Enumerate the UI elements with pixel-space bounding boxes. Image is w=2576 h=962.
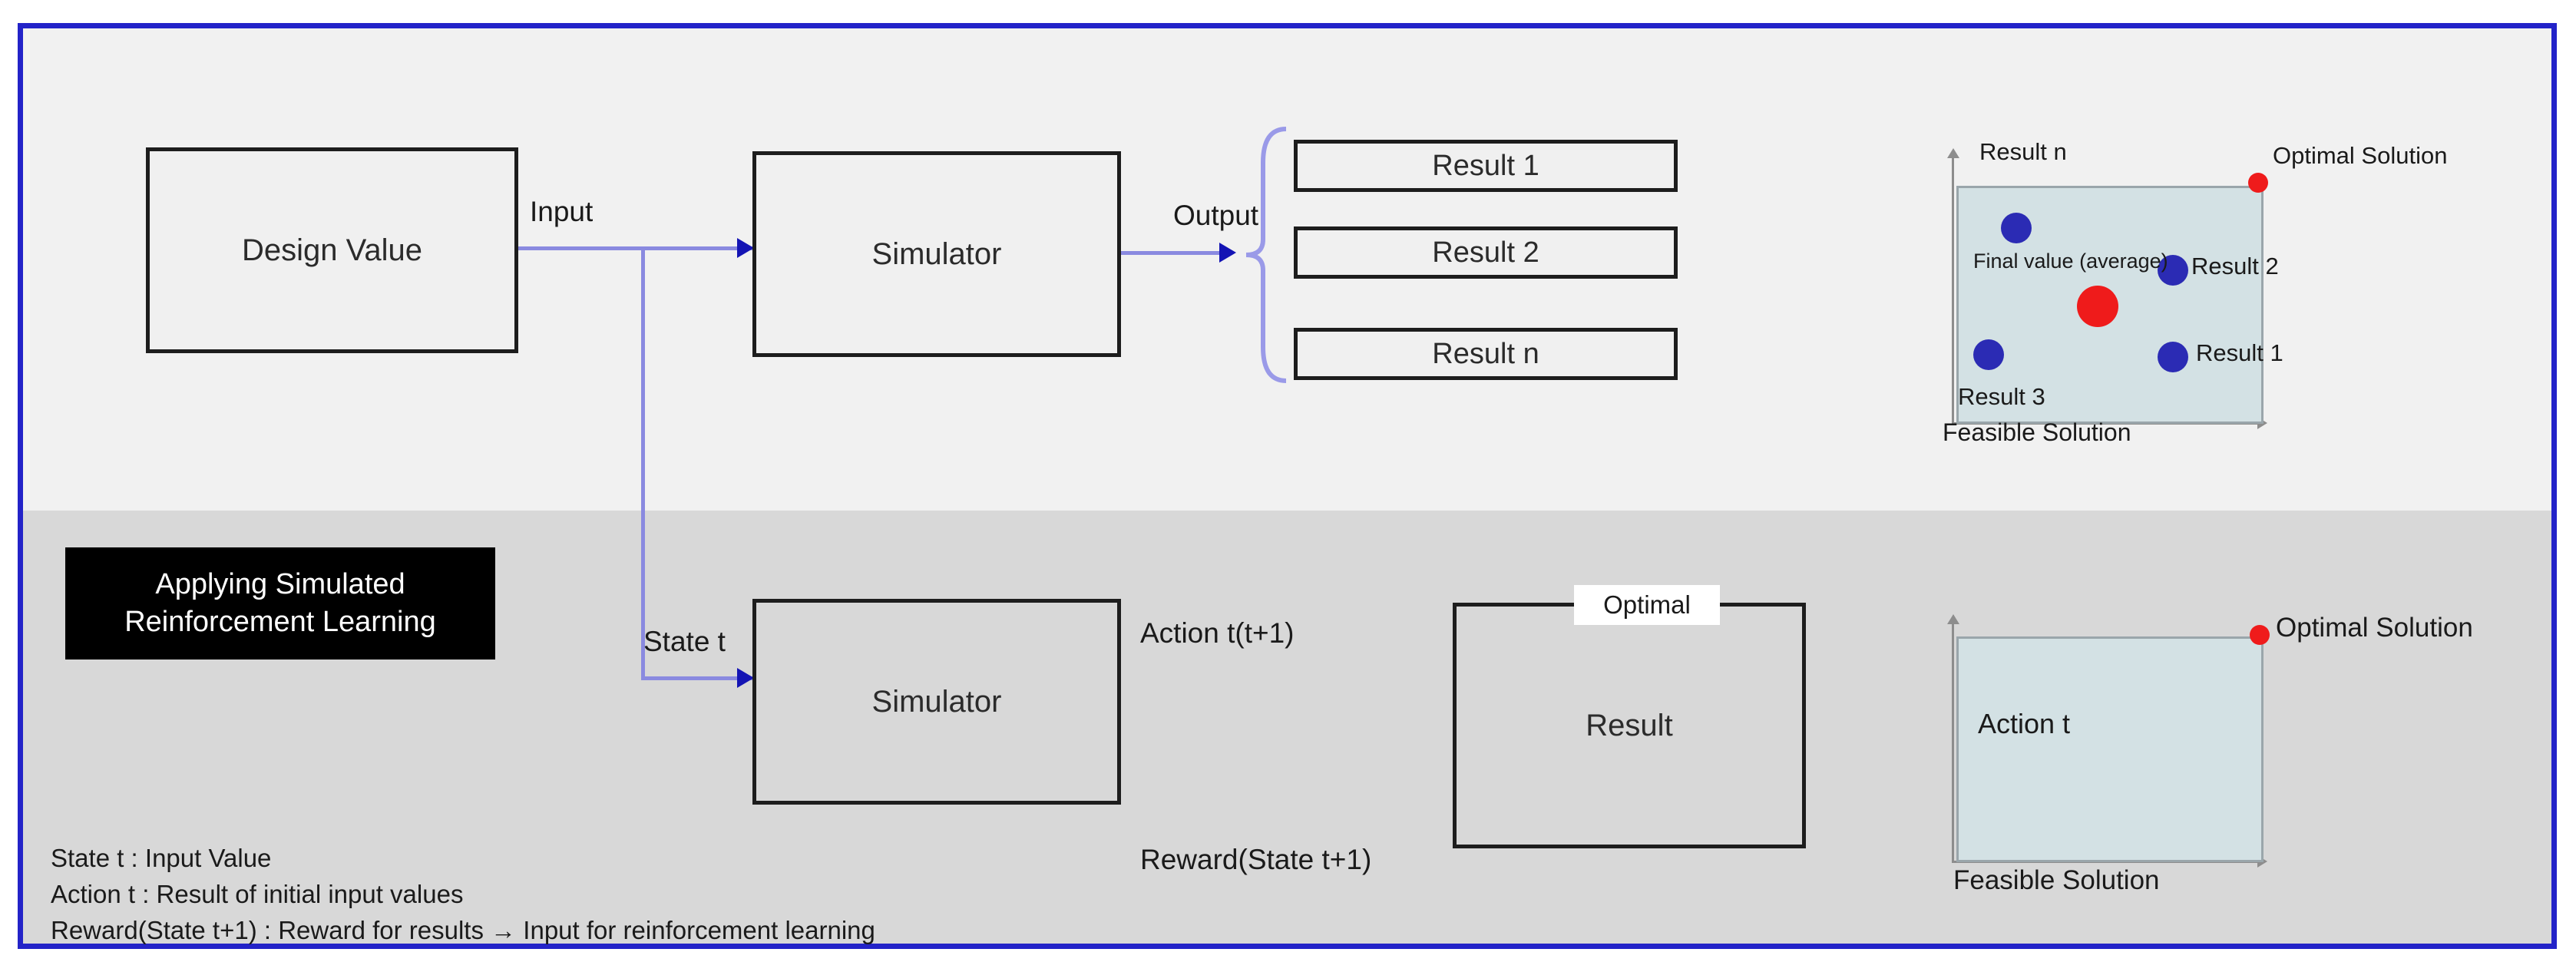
annotation-result-2: Result 2 bbox=[2191, 253, 2279, 279]
annotation-feasible-solution-lower: Feasible Solution bbox=[1953, 865, 2160, 895]
annotation-result-1: Result 1 bbox=[2196, 339, 2283, 366]
annotation-optimal-solution: Optimal Solution bbox=[2273, 142, 2448, 169]
feasible-region-lower bbox=[1956, 636, 2264, 862]
data-point-result-2 bbox=[2158, 255, 2188, 286]
simulator-upper-label: Simulator bbox=[871, 236, 1002, 271]
result-1-label: Result 1 bbox=[1432, 149, 1539, 182]
y-axis-arrow-icon-lower bbox=[1947, 614, 1959, 624]
lower-scatter-chart: Action t Optimal Solution Feasible Solut… bbox=[1935, 600, 2473, 923]
connector-state-vertical bbox=[641, 246, 645, 680]
reward-label: Reward(State t+1) bbox=[1140, 844, 1372, 875]
arrowhead-input bbox=[737, 238, 754, 258]
data-point-optimal-solution bbox=[2248, 173, 2268, 193]
y-axis-lower bbox=[1952, 623, 1954, 863]
simulator-lower-label: Simulator bbox=[871, 684, 1002, 719]
output-label: Output bbox=[1173, 200, 1259, 231]
upper-scatter-chart: Result n Optimal Solution Result 2 Final… bbox=[1935, 128, 2447, 451]
design-value-label: Design Value bbox=[242, 233, 422, 267]
figure-frame: Design Value Input State t Simulator Out… bbox=[18, 23, 2557, 949]
simulator-box-lower: Simulator bbox=[752, 599, 1121, 805]
results-brace bbox=[1245, 127, 1287, 383]
state-label: State t bbox=[643, 626, 726, 657]
result-n-label: Result n bbox=[1432, 337, 1539, 370]
arrowhead-output bbox=[1219, 243, 1236, 263]
result-2-label: Result 2 bbox=[1432, 236, 1539, 269]
design-value-box: Design Value bbox=[146, 147, 518, 353]
connector-state-horizontal bbox=[641, 676, 752, 680]
input-label: Input bbox=[530, 196, 594, 227]
optimal-tag: Optimal bbox=[1574, 585, 1720, 625]
annotation-feasible-solution-upper: Feasible Solution bbox=[1943, 418, 2131, 446]
y-axis-arrow-icon bbox=[1947, 148, 1959, 158]
result-lower-label: Result bbox=[1586, 708, 1673, 742]
data-point-optimal-solution-lower bbox=[2250, 625, 2270, 645]
result-box-lower: Result bbox=[1453, 603, 1806, 848]
legend-line-reward: Reward(State t+1) : Reward for results →… bbox=[51, 915, 875, 944]
result-box-n: Result n bbox=[1294, 328, 1678, 380]
data-point-final-average bbox=[2077, 286, 2118, 327]
data-point-result-n bbox=[2001, 213, 2032, 243]
data-point-result-3 bbox=[1973, 339, 2004, 370]
legend-line-state: State t : Input Value bbox=[51, 844, 272, 872]
action-label: Action t(t+1) bbox=[1140, 617, 1295, 649]
y-axis bbox=[1952, 157, 1954, 425]
result-box-2: Result 2 bbox=[1294, 226, 1678, 279]
result-box-1: Result 1 bbox=[1294, 140, 1678, 192]
simulator-box-upper: Simulator bbox=[752, 151, 1121, 357]
action-t-region-label: Action t bbox=[1978, 708, 2071, 739]
optimal-tag-label: Optimal bbox=[1603, 590, 1691, 619]
connector-input-line bbox=[518, 246, 641, 250]
annotation-result-3: Result 3 bbox=[1958, 383, 2045, 410]
banner-line-1: Applying Simulated bbox=[155, 568, 405, 601]
legend-block: State t : Input Value Action t : Result … bbox=[38, 841, 1267, 949]
legend-line-action: Action t : Result of initial input value… bbox=[51, 879, 464, 908]
data-point-result-1 bbox=[2158, 342, 2188, 372]
annotation-optimal-solution-lower: Optimal Solution bbox=[2276, 613, 2473, 643]
connector-input-line-2 bbox=[641, 246, 752, 250]
arrowhead-state bbox=[737, 668, 754, 688]
applying-simulated-rl-banner: Applying Simulated Reinforcement Learnin… bbox=[65, 547, 495, 660]
annotation-result-n: Result n bbox=[1979, 138, 2067, 165]
banner-line-2: Reinforcement Learning bbox=[124, 606, 436, 638]
connector-output-line bbox=[1121, 251, 1232, 255]
annotation-final-average: Final value (average) bbox=[1973, 250, 2168, 273]
